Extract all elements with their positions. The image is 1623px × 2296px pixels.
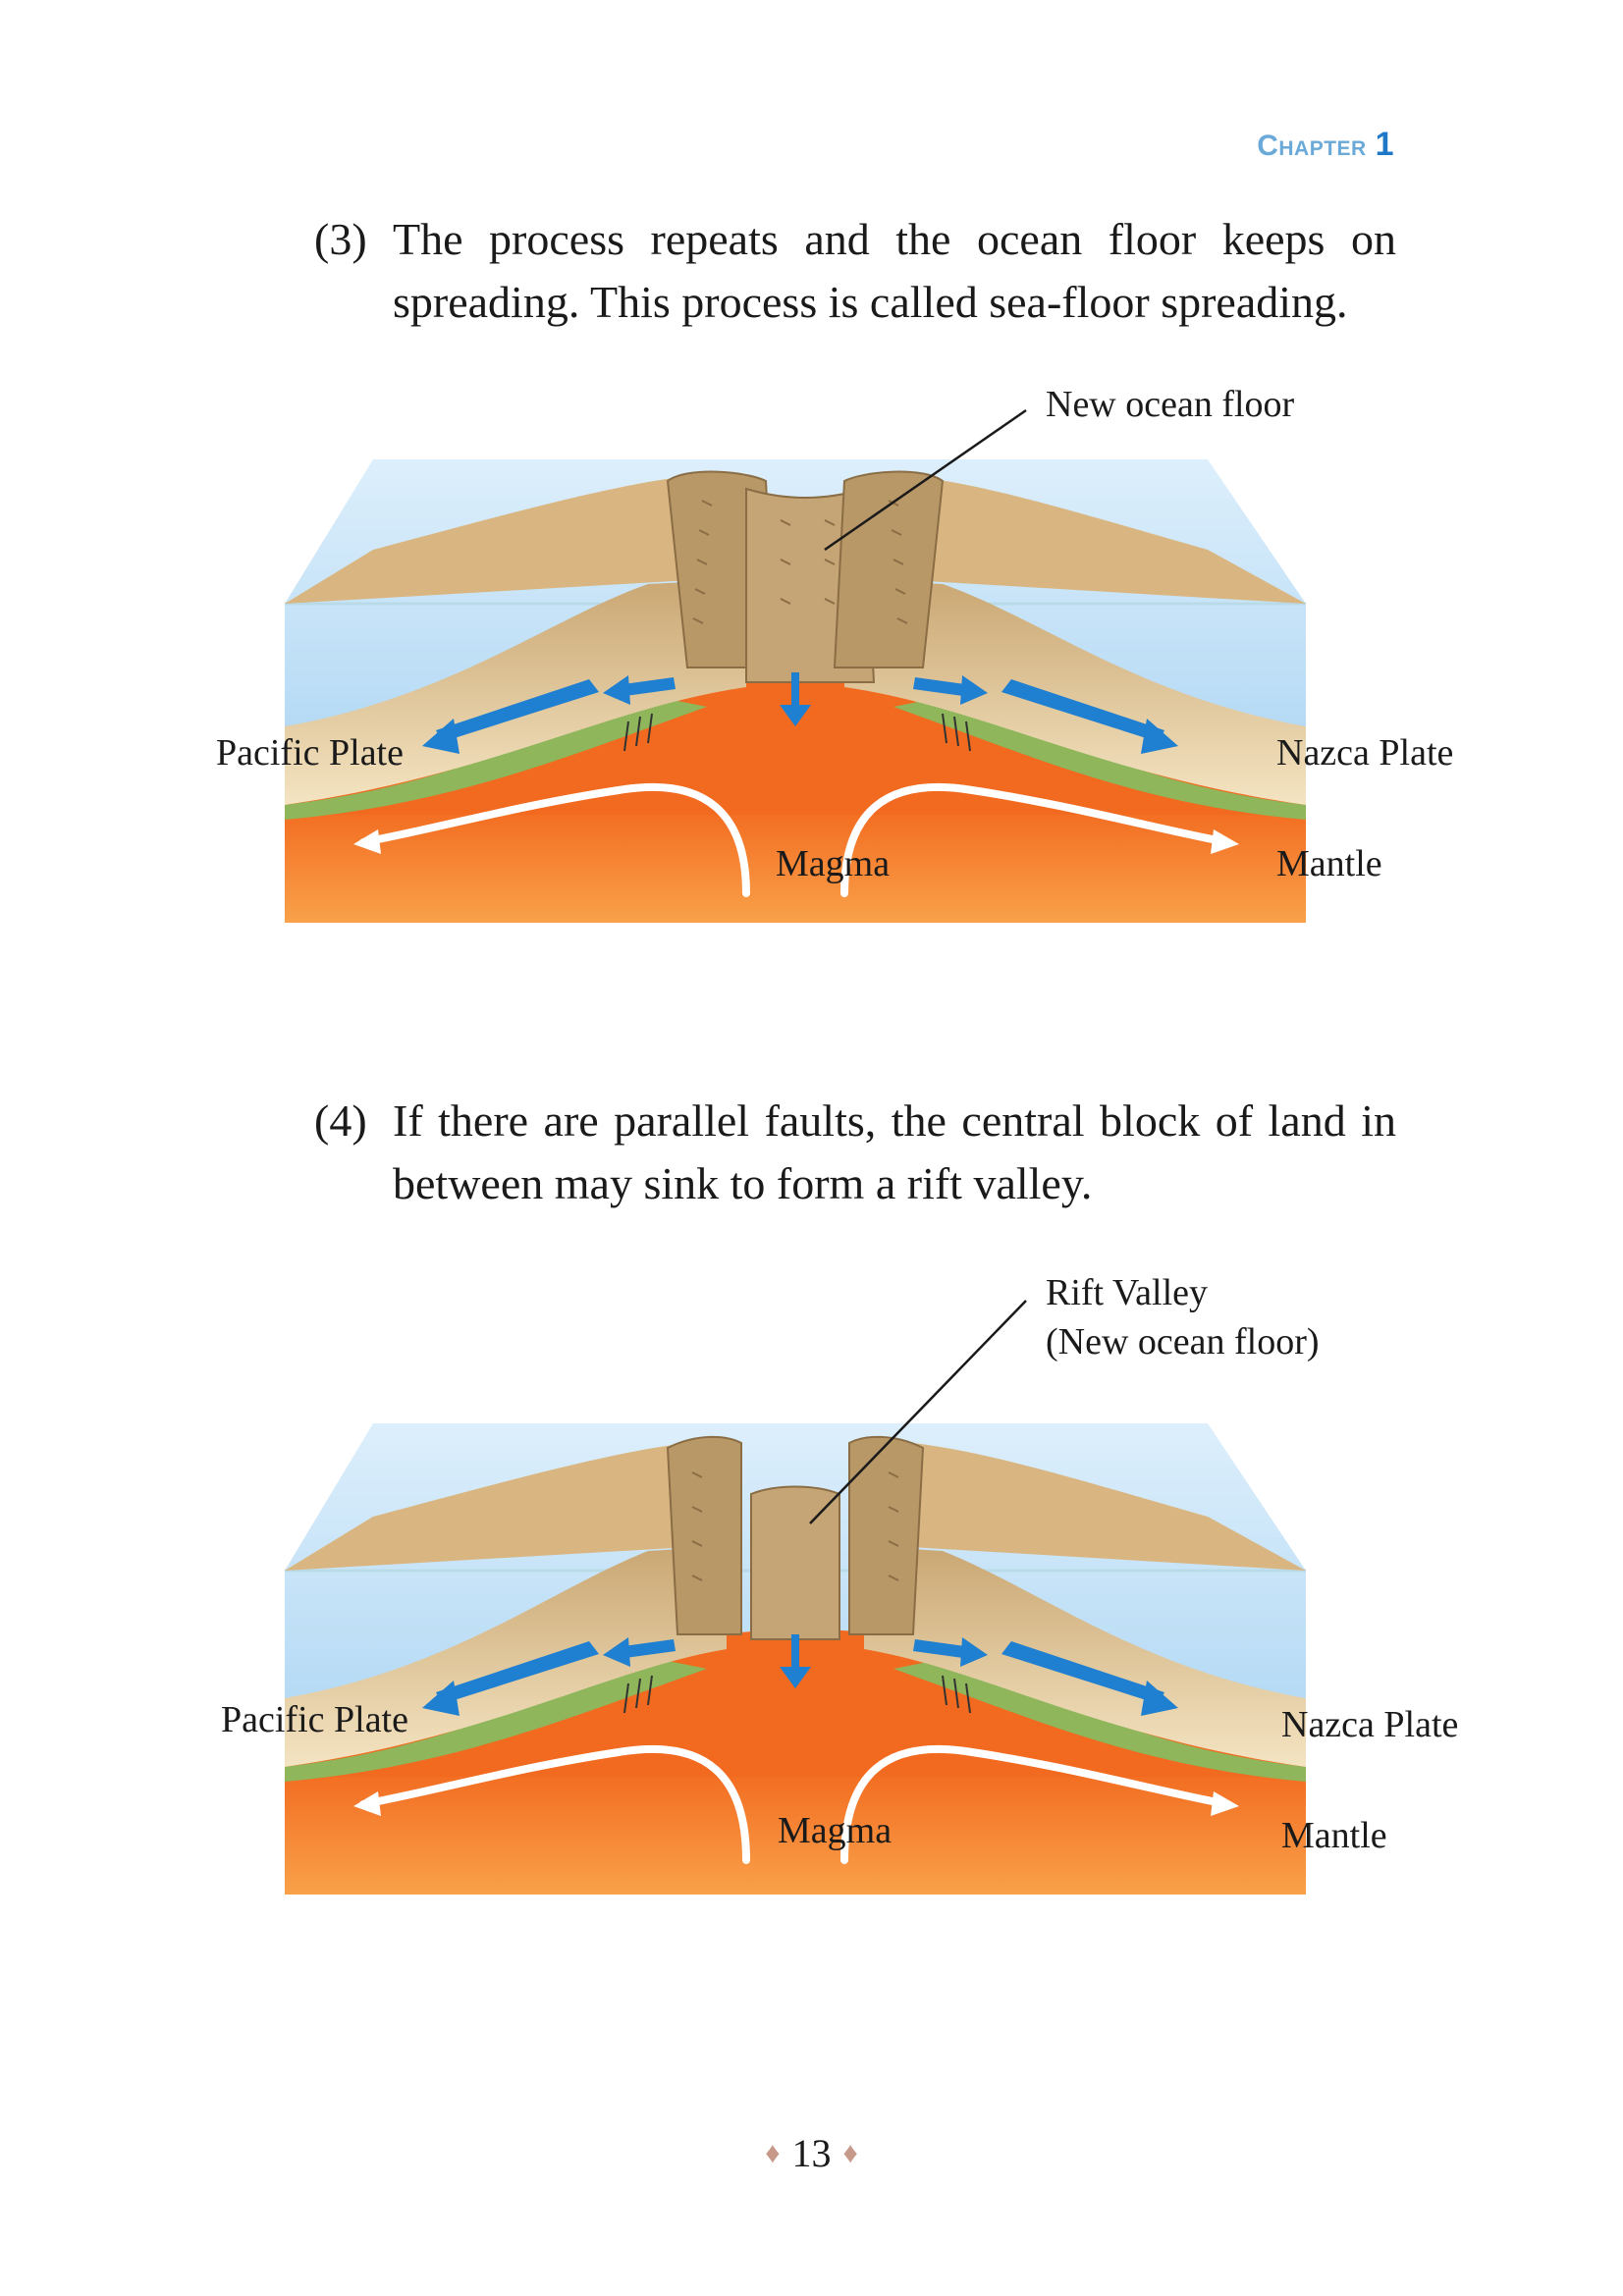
section-4-number: (4) <box>314 1095 367 1146</box>
section-4-paragraph: (4) If there are parallel faults, the ce… <box>314 1090 1396 1215</box>
chapter-word: Chapter <box>1257 130 1367 162</box>
section-3-number: (3) <box>314 214 367 264</box>
page-number: 13 <box>791 2131 832 2175</box>
section-4-text: If there are parallel faults, the centra… <box>393 1095 1396 1208</box>
magma-label: Magma <box>778 1810 893 1851</box>
sea-floor-spreading-illustration <box>285 408 1306 923</box>
left-diamond-icon: ♦ <box>765 2137 781 2169</box>
mantle-label: Mantle <box>1276 843 1382 884</box>
chapter-number: 1 <box>1375 126 1394 163</box>
page-footer: ♦ 13 ♦ <box>0 2130 1623 2176</box>
pacific-plate-label: Pacific Plate <box>221 1699 408 1740</box>
rift-valley-label: Rift Valley <box>1046 1272 1209 1313</box>
right-diamond-icon: ♦ <box>842 2137 858 2169</box>
section-3-paragraph: (3) The process repeats and the ocean fl… <box>314 208 1396 334</box>
pacific-plate-label: Pacific Plate <box>216 732 404 774</box>
new-ocean-floor-label: New ocean floor <box>1046 384 1295 425</box>
magma-label: Magma <box>776 843 891 884</box>
rift-valley-sublabel: (New ocean floor) <box>1046 1321 1320 1362</box>
mantle-label: Mantle <box>1281 1815 1387 1856</box>
rift-valley-illustration <box>285 1300 1306 1895</box>
chapter-header: Chapter 1 <box>1159 126 1394 164</box>
section-3-text: The process repeats and the ocean floor … <box>393 214 1396 327</box>
rift-valley-diagram: Rift Valley (New ocean floor) Pacific Pl… <box>196 1266 1492 1895</box>
nazca-plate-label: Nazca Plate <box>1281 1704 1459 1745</box>
sea-floor-spreading-diagram: New ocean floor Pacific Plate Nazca Plat… <box>196 373 1492 923</box>
nazca-plate-label: Nazca Plate <box>1276 732 1454 774</box>
